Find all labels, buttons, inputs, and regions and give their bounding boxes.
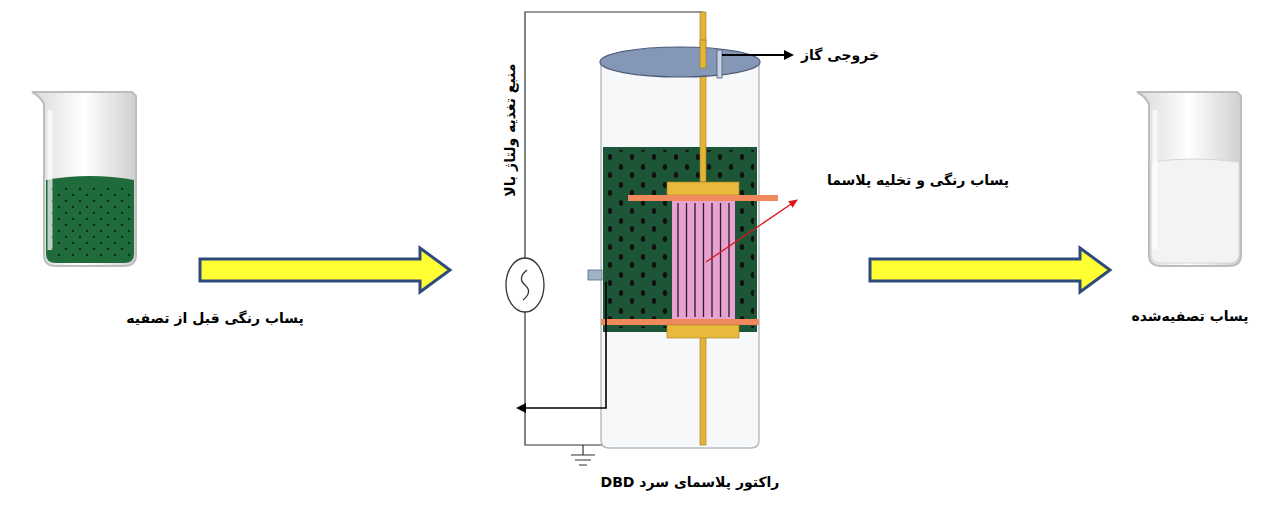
plasma-filament [677,203,678,317]
beaker-left [32,92,136,266]
gas-outlet-arrow [722,54,792,56]
drain-line [518,282,606,408]
node-heading: پساب تصفیه‌شده [1131,307,1248,325]
vertical-label: منبع تغذیه ولتاژ بالا [501,63,519,196]
flow-arrow [200,248,450,292]
beaker-node: پساب تصفیه‌شده [1135,85,1245,270]
leader-line [706,200,797,262]
reactor-node: راکتور پلاسمای سرد DBD [500,5,800,460]
reactor-body [588,12,778,448]
annotation-label: پساب رنگی و تخلیه پلاسما [827,171,1009,189]
plasma-filament [694,203,695,317]
plasma-filament [703,203,704,317]
plasma-filament [686,203,687,317]
beaker-right [1137,92,1241,266]
node-heading: راکتور پلاسمای سرد DBD [601,473,780,491]
plasma-filament [728,203,729,317]
plasma-filament [711,203,712,317]
flow-arrow [870,248,1110,292]
annotation-label: خروجی گاز [801,46,879,64]
node-heading: پساب رنگی قبل از تصفیه [126,309,304,327]
ac-source [506,258,544,312]
plasma-filament [720,203,721,317]
beaker-node: پساب رنگی قبل از تصفیه [30,85,140,270]
